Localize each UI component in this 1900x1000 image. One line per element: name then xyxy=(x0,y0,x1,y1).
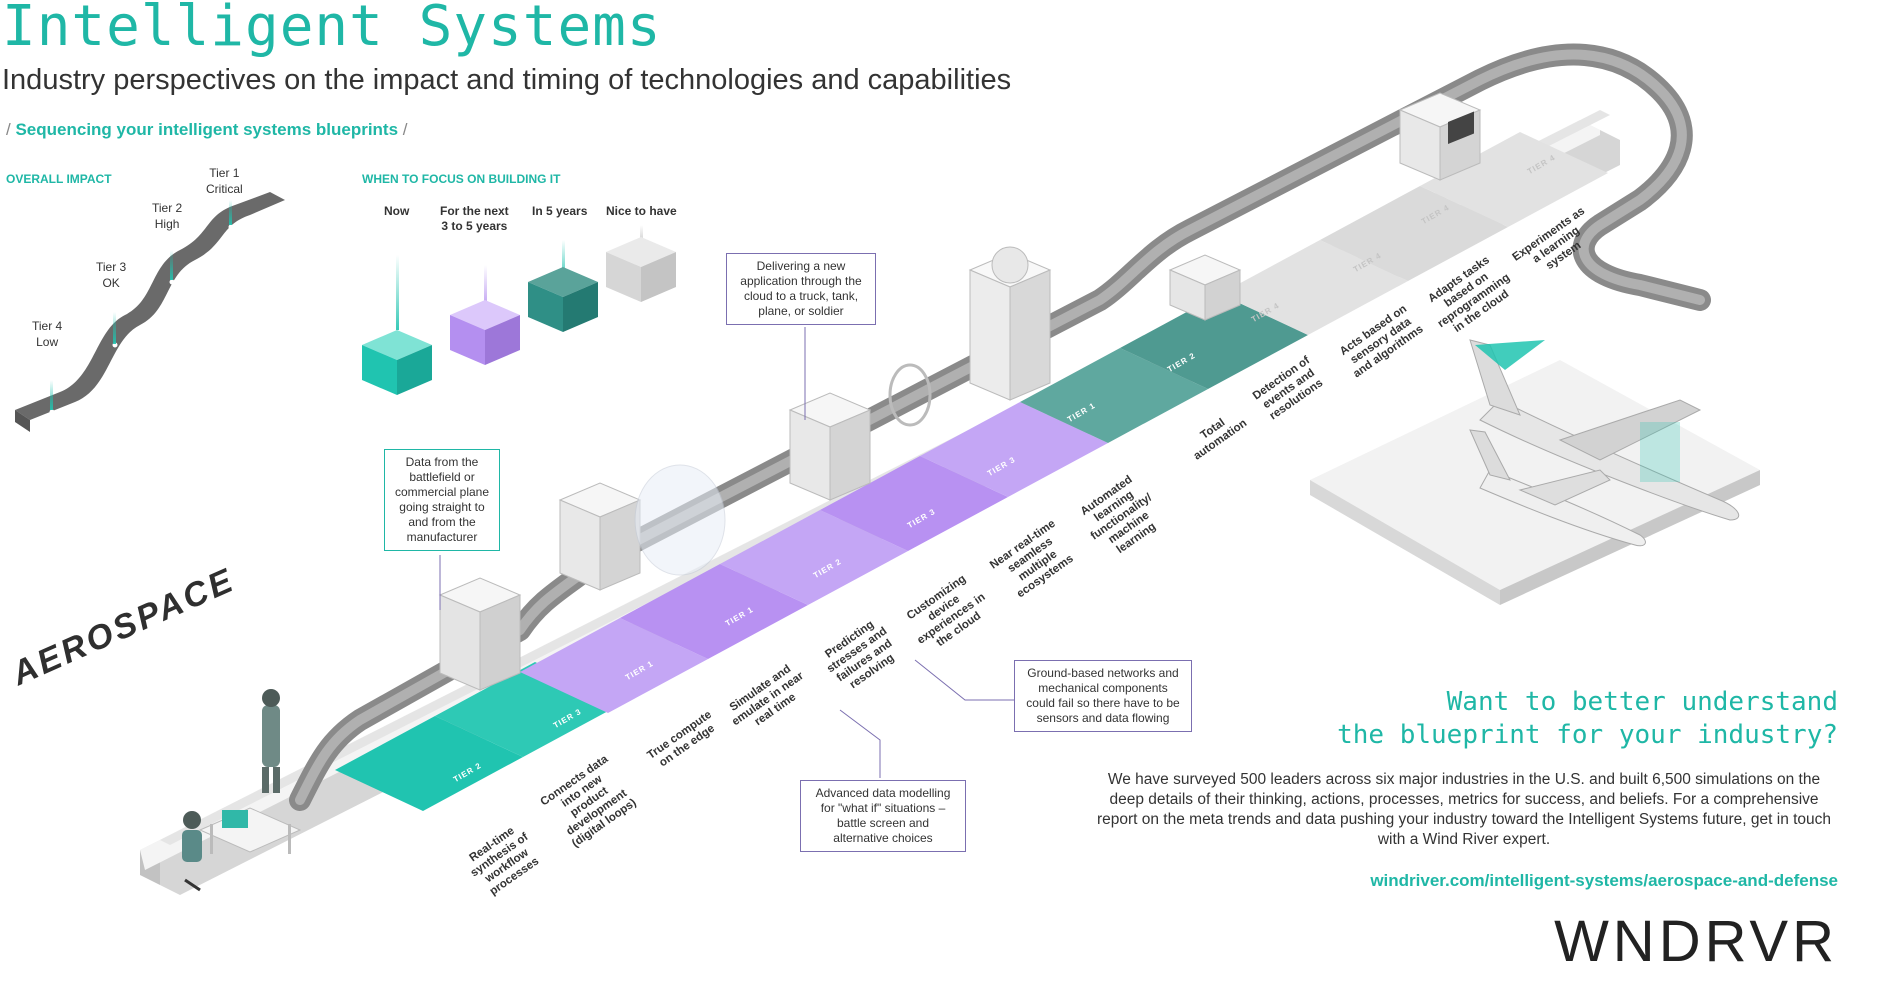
focus-now-label: Now xyxy=(384,204,410,218)
soldier-icon xyxy=(262,689,280,793)
callout-data-modelling: Advanced data modelling for "what if" si… xyxy=(800,780,966,852)
focus-heading: WHEN TO FOCUS ON BUILDING IT xyxy=(362,172,561,186)
section-label: Sequencing your intelligent systems blue… xyxy=(15,120,399,139)
slash-left: / xyxy=(6,120,11,139)
tier-4-name: Tier 4 xyxy=(32,319,63,333)
callout-ground-networks: Ground-based networks and mechanical com… xyxy=(1014,660,1192,732)
focus-3to5-label: For the next 3 to 5 years xyxy=(440,204,509,233)
jet-icon xyxy=(1469,429,1646,547)
tier-2-label: Tier 2 High xyxy=(152,200,182,232)
desk-worker-icon xyxy=(182,807,302,892)
brand-logo: WNDRVR xyxy=(1554,909,1838,974)
tier-1-label: Tier 1 Critical xyxy=(206,165,243,197)
tier-2-desc: High xyxy=(154,217,180,231)
section-heading: / Sequencing your intelligent systems bl… xyxy=(6,120,408,140)
tier-3-name: Tier 3 xyxy=(96,260,127,274)
tier-1-desc: Critical xyxy=(206,182,243,196)
cta-body: We have surveyed 500 leaders across six … xyxy=(1096,771,1832,848)
focus-legend-cubes xyxy=(362,225,676,395)
slash-right: / xyxy=(402,120,408,139)
cta-line-1: Want to better understand xyxy=(1446,687,1838,717)
overall-impact-heading: OVERALL IMPACT xyxy=(6,172,112,186)
page-subtitle: Industry perspectives on the impact and … xyxy=(2,64,1012,96)
plane-icon xyxy=(1469,339,1740,521)
callout-battlefield-data: Data from the battlefield or commercial … xyxy=(384,449,500,551)
cta-heading: Want to better understand the blueprint … xyxy=(1337,686,1838,752)
tier-4-desc: Low xyxy=(36,335,59,349)
focus-5years-label: In 5 years xyxy=(532,204,588,218)
callout-lines xyxy=(439,327,1014,778)
floor-segments xyxy=(335,132,1608,811)
impact-ribbon xyxy=(15,192,285,432)
tier-3-desc: OK xyxy=(102,276,120,290)
tier-4-label: Tier 4 Low xyxy=(32,318,62,350)
callout-cloud-delivery: Delivering a new application through the… xyxy=(726,253,876,325)
tier-3-label: Tier 3 OK xyxy=(96,259,126,291)
cta-line-2: the blueprint for your industry? xyxy=(1337,720,1838,750)
focus-nice-label: Nice to have xyxy=(606,204,677,218)
tier-1-name: Tier 1 xyxy=(209,166,240,180)
tier-2-name: Tier 2 xyxy=(152,201,183,215)
airplane-pad xyxy=(1310,360,1760,605)
cta-link[interactable]: windriver.com/intelligent-systems/aerosp… xyxy=(1370,871,1838,890)
machines xyxy=(438,92,1482,691)
page-title: Intelligent Systems xyxy=(2,0,662,59)
